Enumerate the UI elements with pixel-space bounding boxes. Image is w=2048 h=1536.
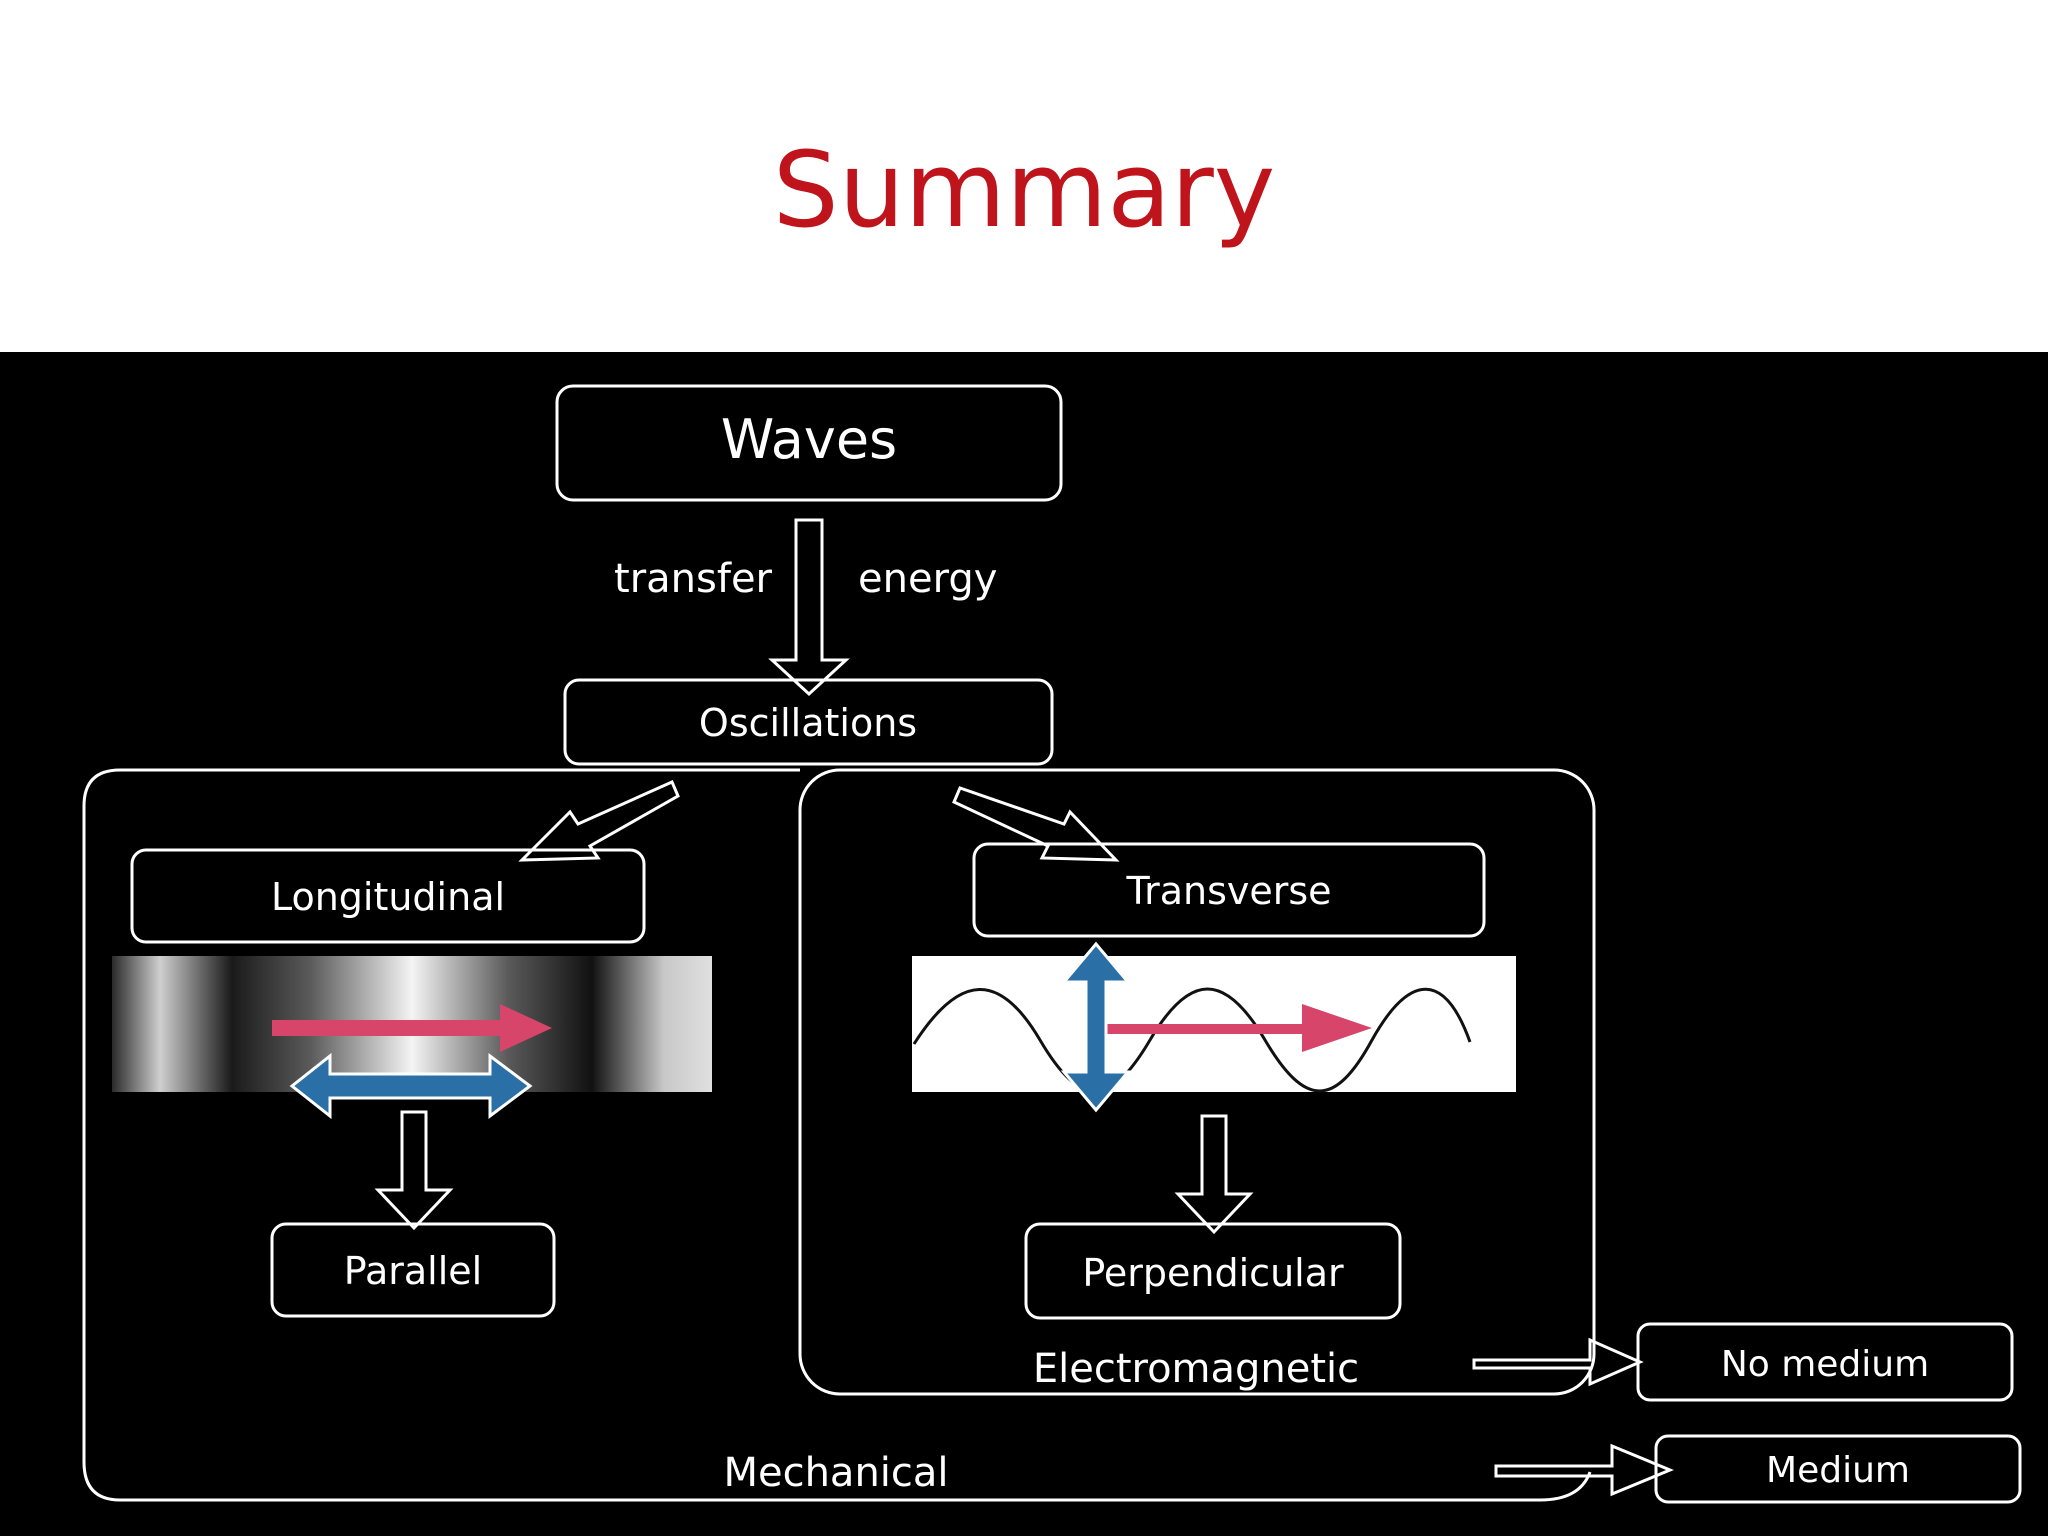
propagation-arrow xyxy=(272,1004,552,1052)
mechanical-label: Mechanical xyxy=(723,1450,948,1496)
transfer-label: transfer xyxy=(614,556,773,602)
oscillations-label: Oscillations xyxy=(699,701,917,745)
longitudinal-label: Longitudinal xyxy=(271,875,505,919)
transverse-label: Transverse xyxy=(1125,869,1331,913)
wave-diagram: Waves transfer energy Oscillations Longi… xyxy=(82,384,2022,1504)
to-perpendicular-arrow xyxy=(1174,1114,1254,1235)
no-medium-label: No medium xyxy=(1721,1344,1929,1385)
oscillation-double-arrow xyxy=(289,1052,533,1120)
to-no-medium-arrow xyxy=(1472,1337,1644,1387)
oscillation-vertical-double-arrow xyxy=(1060,941,1132,1113)
to-parallel-arrow xyxy=(374,1110,454,1231)
no-medium-node xyxy=(1636,1322,2014,1402)
electromagnetic-label: Electromagnetic xyxy=(1033,1346,1359,1392)
parallel-label: Parallel xyxy=(344,1249,482,1293)
waves-label: Waves xyxy=(721,408,897,471)
longitudinal-node xyxy=(130,848,646,944)
waves-node xyxy=(555,384,1063,502)
parallel-node xyxy=(270,1222,556,1318)
to-medium-arrow xyxy=(1494,1443,1674,1497)
transfer-energy-arrow xyxy=(768,518,850,697)
oscillations-node xyxy=(563,678,1054,766)
medium-node xyxy=(1654,1434,2022,1504)
to-longitudinal-arrow xyxy=(518,780,680,862)
propagation-arrow-transverse xyxy=(1100,1004,1372,1052)
energy-label: energy xyxy=(858,556,997,602)
electromagnetic-group-border xyxy=(798,768,1596,1396)
mechanical-group-border xyxy=(82,768,1592,1502)
perpendicular-node xyxy=(1024,1222,1402,1320)
perpendicular-label: Perpendicular xyxy=(1082,1251,1344,1295)
sine-wave xyxy=(912,987,1472,1093)
medium-label: Medium xyxy=(1766,1450,1910,1491)
slide-title: Summary xyxy=(772,129,1276,251)
transverse-node xyxy=(972,842,1486,938)
diagram-panel: Waves transfer energy Oscillations Longi… xyxy=(0,352,2048,1536)
to-transverse-arrow xyxy=(952,786,1120,862)
